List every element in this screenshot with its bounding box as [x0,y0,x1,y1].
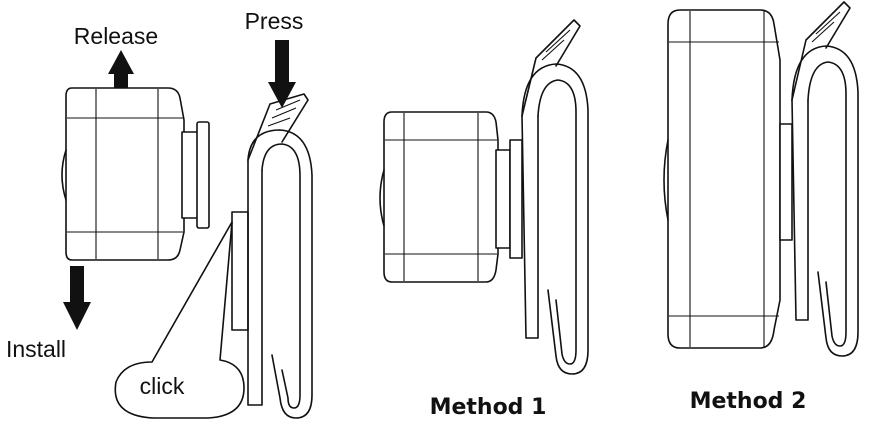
method1-clip [510,20,588,374]
release-label: Release [74,23,158,49]
click-label: click [140,373,185,399]
method1-device [380,112,510,282]
method2-clip [780,2,858,356]
belt-clip [232,94,312,418]
install-arrow [63,266,91,330]
method2-illustration: Method 2 [664,2,858,414]
install-illustration: Release Press Install [6,8,312,418]
method1-label: Method 1 [430,395,547,420]
method2-device [664,10,780,348]
press-label: Press [245,8,304,34]
method2-label: Method 2 [690,389,807,414]
method1-illustration: Method 1 [380,20,588,420]
device-body [62,88,209,260]
install-label: Install [6,336,66,362]
